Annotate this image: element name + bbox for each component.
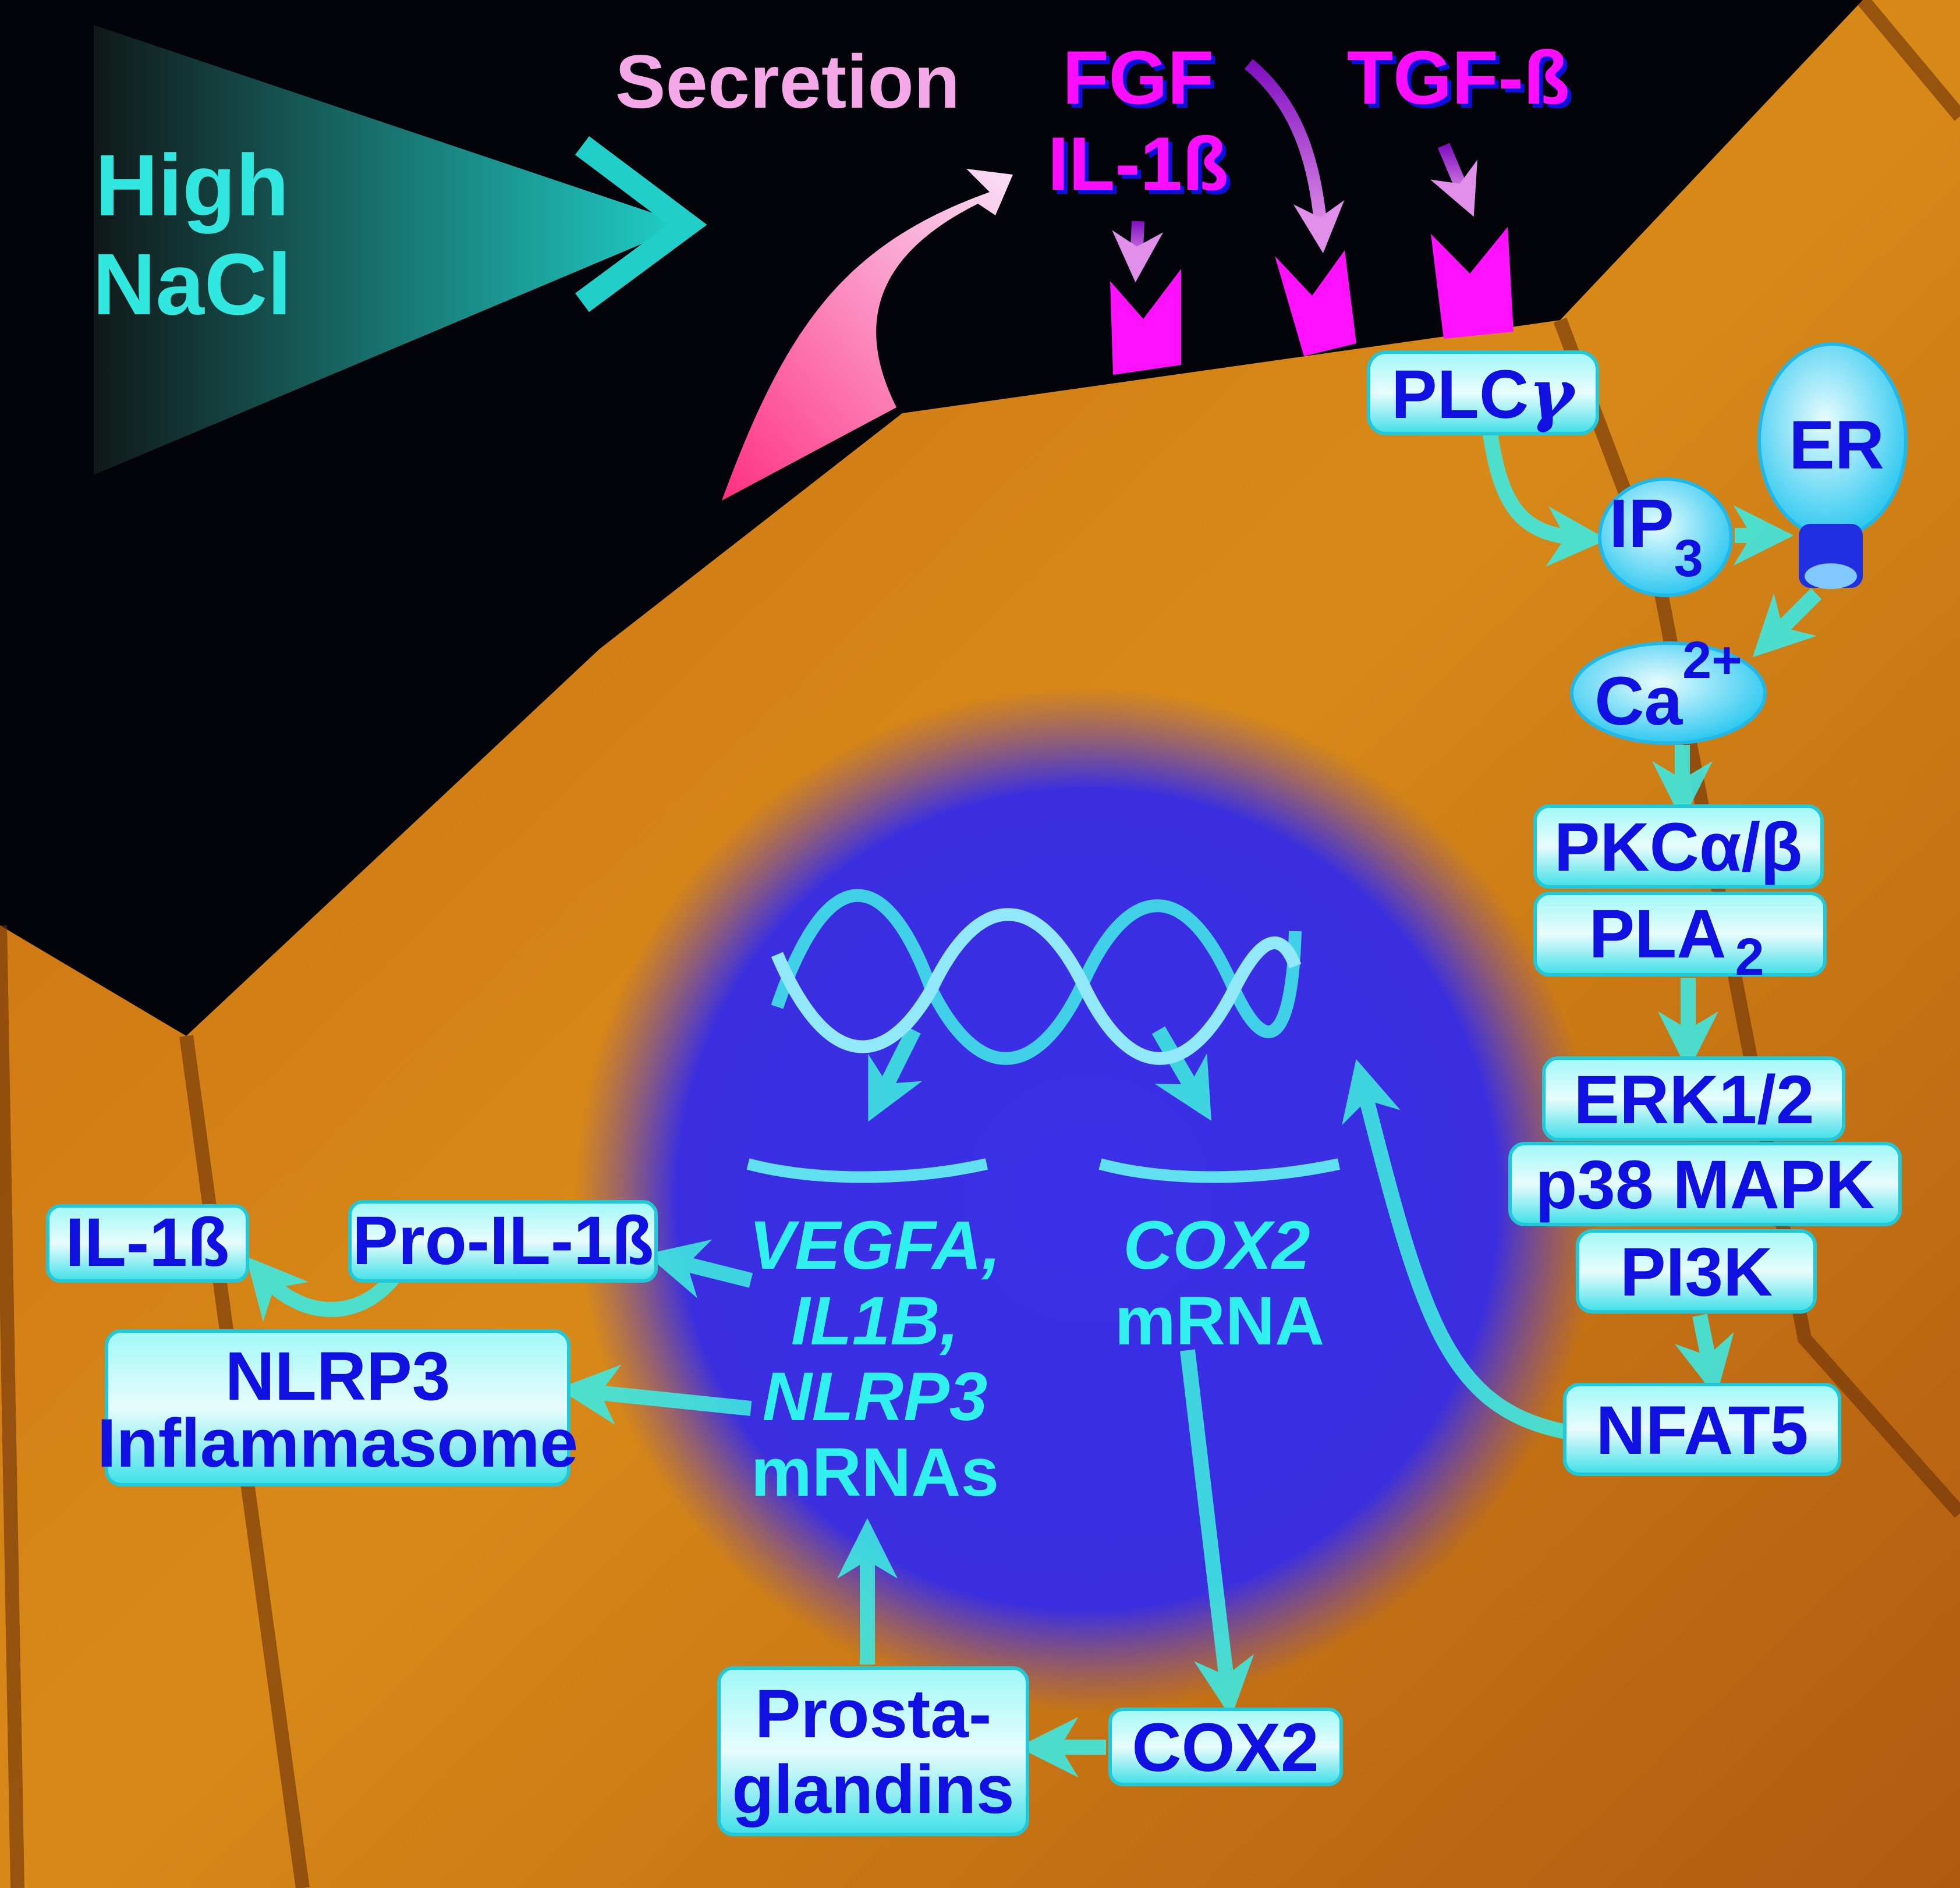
nacl-arrow bbox=[94, 25, 687, 475]
il1b-box: IL-1ß bbox=[46, 1204, 249, 1283]
calcium-label: Ca bbox=[1594, 663, 1683, 740]
pkc-box: PKCα/β bbox=[1533, 804, 1824, 889]
calcium-superscript: 2+ bbox=[1682, 631, 1742, 690]
receptor-fgf bbox=[1275, 250, 1356, 356]
prosta-label: Prosta- bbox=[755, 1676, 992, 1752]
pro-il1b-label: Pro-IL-1ß bbox=[352, 1202, 654, 1279]
pi3k-box: PI3K bbox=[1576, 1229, 1817, 1314]
glandins-label: glandins bbox=[732, 1751, 1014, 1828]
prostaglandins-box: Prosta- glandins bbox=[717, 1666, 1029, 1836]
high-label: High bbox=[95, 136, 289, 234]
svg-text:IP3: IP3 bbox=[1609, 485, 1703, 588]
mrnas-label: mRNAs bbox=[751, 1434, 999, 1511]
pathway-arrows bbox=[246, 432, 1822, 1777]
tgfb-label: TGF-ß bbox=[1347, 35, 1570, 120]
ip3-node: IP3 bbox=[1598, 477, 1733, 597]
nucleus bbox=[575, 687, 1600, 1712]
pkc-label: PKCα/β bbox=[1554, 809, 1802, 886]
il1b-arrow bbox=[1112, 221, 1164, 283]
mrna-strand-icon bbox=[1098, 1158, 1341, 1183]
receptor-il1b bbox=[1110, 269, 1181, 375]
ip3-subscript: 3 bbox=[1674, 530, 1703, 588]
gene-cox2: COX2 bbox=[1123, 1207, 1310, 1284]
plc-gamma-label: γ bbox=[1529, 353, 1577, 434]
gene-nlrp3: NLRP3 bbox=[763, 1358, 988, 1435]
fgf-label: FGF bbox=[1062, 35, 1214, 120]
ip3-label: IP bbox=[1609, 485, 1674, 562]
svg-text:PLCγ: PLCγ bbox=[1391, 353, 1577, 434]
nfat5-label: NFAT5 bbox=[1596, 1392, 1809, 1469]
dna-helix-icon bbox=[771, 889, 1302, 1065]
nacl-arrow-head-icon bbox=[575, 136, 707, 313]
nlrp3-label: NLRP3 bbox=[225, 1338, 451, 1415]
pi3k-label: PI3K bbox=[1620, 1234, 1773, 1311]
erk-label: ERK1/2 bbox=[1573, 1062, 1814, 1138]
fgf-arrow bbox=[1245, 59, 1345, 254]
pla2-subscript: 2 bbox=[1735, 928, 1764, 986]
nfat5-box: NFAT5 bbox=[1563, 1383, 1841, 1476]
receptor-tgfb bbox=[1431, 227, 1514, 339]
p38-box: p38 MAPK bbox=[1508, 1142, 1902, 1226]
gene-il1b: IL1B, bbox=[791, 1283, 959, 1360]
gene-vegfa: VEGFA, bbox=[749, 1207, 1001, 1284]
inflammasome-label: Inflammasome bbox=[97, 1405, 578, 1482]
tgfb-arrow bbox=[1430, 143, 1477, 217]
p38-label: p38 MAPK bbox=[1535, 1147, 1875, 1223]
pla2-label: PLA bbox=[1589, 896, 1726, 973]
plc-gamma-box: PLCγ bbox=[1367, 350, 1599, 435]
cox2-box: COX2 bbox=[1108, 1708, 1343, 1786]
plc-label: PLC bbox=[1391, 356, 1529, 433]
secretion-arrow bbox=[722, 169, 1013, 501]
il1b-label: IL-1ß bbox=[65, 1204, 229, 1281]
secretion-label: Secretion bbox=[615, 39, 960, 124]
erk-box: ERK1/2 bbox=[1542, 1056, 1845, 1141]
il1b-ligand-label: IL-1ß bbox=[1048, 121, 1229, 206]
calcium-node: Ca2+ bbox=[1570, 631, 1767, 745]
cox2-label: COX2 bbox=[1132, 1709, 1319, 1786]
pro-il1b-box: Pro-IL-1ß bbox=[348, 1200, 658, 1283]
mrna-label: mRNA bbox=[1115, 1283, 1325, 1360]
svg-text:Ca2+: Ca2+ bbox=[1594, 631, 1742, 740]
nacl-label: NaCl bbox=[93, 235, 292, 333]
mrna-strand-icon bbox=[746, 1158, 988, 1183]
er-label: ER bbox=[1789, 407, 1884, 484]
er-organelle: ER bbox=[1757, 342, 1908, 589]
nlrp3-inflammasome-box: NLRP3 Inflammasome bbox=[97, 1329, 578, 1486]
